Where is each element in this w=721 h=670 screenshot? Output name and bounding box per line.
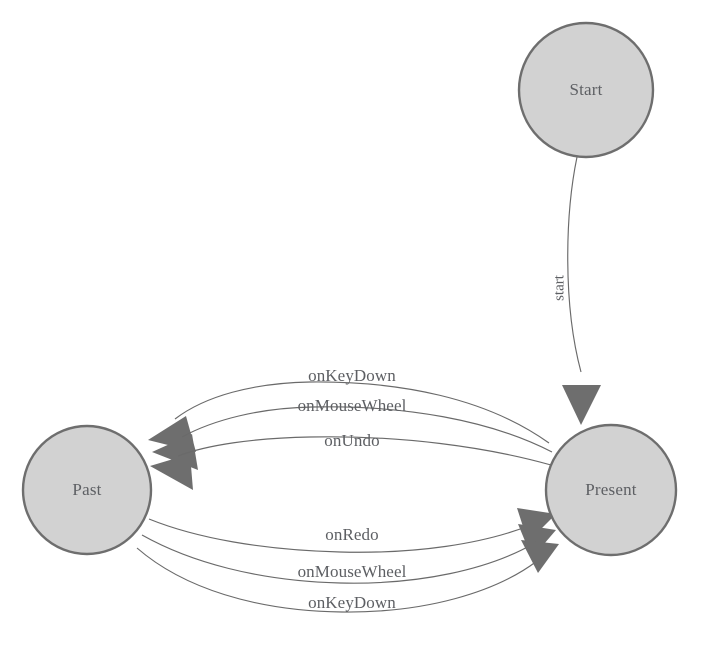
edge-label-present-past-onkeydown: onKeyDown <box>308 366 396 385</box>
arrow-head-present-top <box>562 385 601 425</box>
node-present-label: Present <box>585 480 637 499</box>
edge-past-to-present-onmousewheel[interactable]: onMouseWheel <box>141 524 556 584</box>
node-start-circle <box>517 21 655 159</box>
node-present[interactable]: Present <box>544 423 678 557</box>
arrow-head-past-3 <box>150 454 193 490</box>
edge-present-to-past-onkeydown-path <box>174 381 550 444</box>
edge-start-to-present-path <box>567 156 582 373</box>
node-past-circle <box>21 424 153 556</box>
edge-label-start: start <box>551 274 567 301</box>
edge-past-to-present-onredo-path <box>148 518 532 553</box>
edge-present-to-past-onundo-path <box>177 436 552 466</box>
node-present-circle <box>544 423 678 557</box>
node-past-label: Past <box>72 480 101 499</box>
arrow-head-present-3 <box>521 540 559 573</box>
edge-label-present-past-onundo: onUndo <box>324 431 379 450</box>
edge-label-present-past-onmousewheel: onMouseWheel <box>298 396 407 415</box>
edge-past-to-present-onkeydown[interactable]: onKeyDown <box>136 540 559 613</box>
edge-start-to-present[interactable]: start <box>551 156 601 425</box>
node-start[interactable]: Start <box>517 21 655 159</box>
edge-past-to-present-onredo[interactable]: onRedo <box>148 508 556 553</box>
edge-past-to-present-onkeydown-path <box>136 547 538 613</box>
node-past[interactable]: Past <box>21 424 153 556</box>
arrow-head-present-2 <box>518 524 556 558</box>
edge-label-past-present-onkeydown: onKeyDown <box>308 593 396 612</box>
edge-present-to-past-onmousewheel-path <box>181 406 553 453</box>
node-start-label: Start <box>569 80 602 99</box>
edge-label-past-present-onmousewheel: onMouseWheel <box>298 562 407 581</box>
edge-past-to-present-onmousewheel-path <box>141 534 534 584</box>
edge-present-to-past-onundo[interactable]: onUndo <box>150 431 552 490</box>
edge-label-past-present-onredo: onRedo <box>325 525 378 544</box>
